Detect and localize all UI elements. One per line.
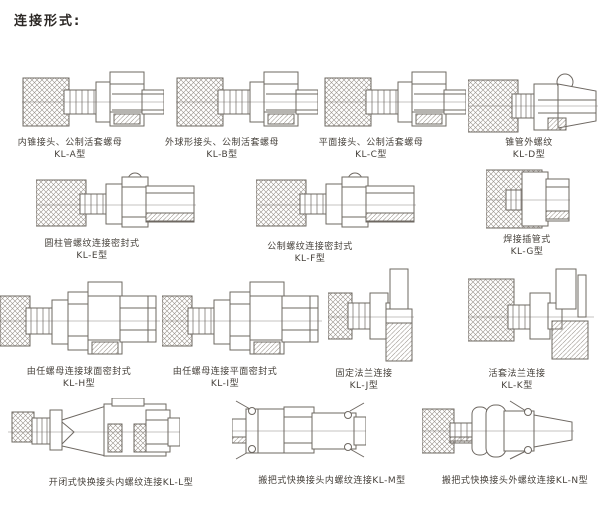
- caption-kl-n: 搬把式快换接头外螺纹连接KL-N型: [425, 475, 600, 487]
- kl-a-cross-section-drawing: [22, 60, 164, 134]
- caption-kl-g-model: KL-G型: [510, 247, 544, 257]
- caption-kl-b-name: 外球形接头、公制活套螺母: [164, 138, 279, 148]
- caption-kl-c-model: KL-C型: [355, 150, 387, 160]
- caption-kl-f-name: 公制螺纹连接密封式: [267, 242, 353, 252]
- page-title: 连接形式:: [14, 14, 82, 29]
- figure-kl-m: [232, 399, 366, 461]
- caption-kl-l-name: 开闭式快换接头内螺纹连接: [48, 478, 163, 488]
- kl-j-cross-section-drawing: [328, 267, 414, 363]
- caption-kl-a-name: 内锥接头、公制活套螺母: [17, 138, 123, 148]
- caption-kl-m-name: 搬把式快换接头内螺纹连接: [258, 476, 373, 486]
- figure-kl-n: [422, 399, 574, 461]
- figure-kl-j: [328, 267, 414, 363]
- figure-kl-b: [176, 60, 318, 134]
- figure-kl-e: [36, 172, 196, 234]
- caption-kl-a: 内锥接头、公制活套螺母 KL-A型: [0, 137, 160, 161]
- caption-kl-d-name: 锥管外螺纹: [505, 138, 553, 148]
- figure-kl-c: [324, 60, 466, 134]
- kl-n-cross-section-drawing: [422, 399, 574, 461]
- kl-c-cross-section-drawing: [324, 60, 466, 134]
- caption-kl-h-model: KL-H型: [62, 379, 96, 389]
- caption-kl-k: 活套法兰连接 KL-K型: [427, 368, 600, 392]
- kl-i-cross-section-drawing: [162, 276, 322, 360]
- kl-d-cross-section-drawing: [468, 60, 598, 134]
- caption-kl-e-model: KL-E型: [76, 251, 108, 261]
- caption-kl-d-model: KL-D型: [512, 150, 546, 160]
- kl-h-cross-section-drawing: [0, 276, 160, 360]
- figure-kl-k: [468, 267, 594, 363]
- caption-kl-d: 锥管外螺纹 KL-D型: [439, 137, 600, 161]
- caption-kl-a-model: KL-A型: [54, 150, 86, 160]
- caption-kl-l: 开闭式快换接头内螺纹连接KL-L型: [31, 477, 211, 489]
- figure-kl-g: [486, 169, 570, 231]
- caption-kl-j-model: KL-J型: [349, 381, 379, 391]
- caption-kl-i-model: KL-I型: [210, 379, 240, 389]
- kl-l-cross-section-drawing: [8, 398, 180, 460]
- caption-kl-f: 公制螺纹连接密封式 KL-F型: [220, 241, 400, 265]
- caption-kl-m: 搬把式快换接头内螺纹连接KL-M型: [242, 475, 422, 487]
- caption-kl-l-model: KL-L型: [162, 478, 194, 488]
- caption-kl-b-model: KL-B型: [206, 150, 238, 160]
- caption-kl-c: 平面接头、公制活套螺母 KL-C型: [281, 137, 461, 161]
- figure-kl-f: [256, 172, 416, 234]
- caption-kl-c-name: 平面接头、公制活套螺母: [318, 138, 424, 148]
- caption-kl-h: 由任螺母连接球面密封式 KL-H型: [0, 366, 169, 390]
- caption-kl-i-name: 由任螺母连接平面密封式: [172, 367, 278, 377]
- kl-g-cross-section-drawing: [486, 169, 570, 231]
- caption-kl-k-name: 活套法兰连接: [488, 369, 546, 379]
- kl-b-cross-section-drawing: [176, 60, 318, 134]
- figure-kl-l: [8, 398, 180, 460]
- caption-kl-n-name: 搬把式快换接头外螺纹连接: [441, 476, 556, 486]
- figure-kl-a: [22, 60, 164, 134]
- caption-kl-e: 圆柱管螺纹连接密封式 KL-E型: [2, 238, 182, 262]
- caption-kl-b: 外球形接头、公制活套螺母 KL-B型: [132, 137, 312, 161]
- caption-kl-j: 固定法兰连接 KL-J型: [274, 368, 454, 392]
- caption-kl-f-model: KL-F型: [294, 254, 326, 264]
- figure-kl-d: [468, 60, 598, 134]
- caption-kl-m-model: KL-M型: [372, 476, 406, 486]
- caption-kl-n-model: KL-N型: [555, 476, 589, 486]
- caption-kl-i: 由任螺母连接平面密封式 KL-I型: [135, 366, 315, 390]
- caption-kl-e-name: 圆柱管螺纹连接密封式: [44, 239, 140, 249]
- kl-k-cross-section-drawing: [468, 267, 594, 363]
- caption-kl-g-name: 焊接插管式: [503, 235, 551, 245]
- kl-m-cross-section-drawing: [232, 399, 366, 461]
- kl-e-cross-section-drawing: [36, 172, 196, 234]
- caption-kl-k-model: KL-K型: [501, 381, 533, 391]
- caption-kl-h-name: 由任螺母连接球面密封式: [26, 367, 132, 377]
- figure-kl-h: [0, 276, 160, 360]
- caption-kl-j-name: 固定法兰连接: [335, 369, 393, 379]
- caption-kl-g: 焊接插管式 KL-G型: [437, 234, 600, 258]
- kl-f-cross-section-drawing: [256, 172, 416, 234]
- figure-kl-i: [162, 276, 322, 360]
